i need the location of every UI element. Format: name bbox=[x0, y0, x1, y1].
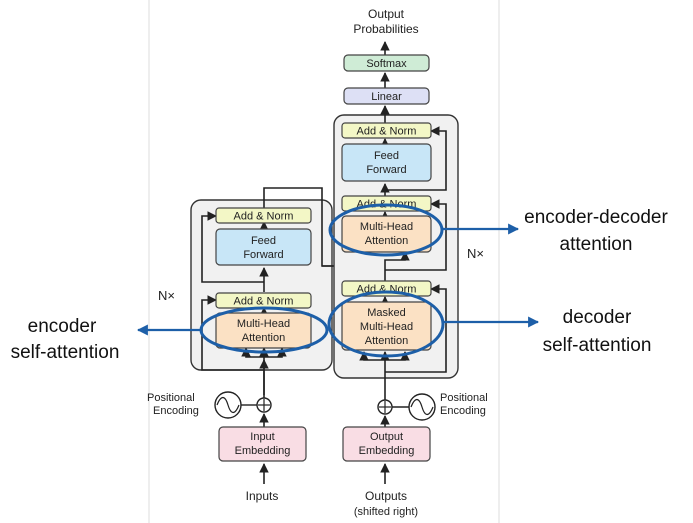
encoder-add-norm-top-label: Add & Norm bbox=[234, 211, 294, 223]
linear-label: Linear bbox=[371, 91, 402, 103]
decoder-add-norm-bottom bbox=[341, 280, 432, 297]
decoder-feed-forward bbox=[341, 143, 432, 182]
decoder-add-norm-top-label: Add & Norm bbox=[357, 126, 417, 138]
encoder-self-attention-label-2: self-attention bbox=[11, 342, 120, 363]
softmax-block bbox=[343, 54, 430, 72]
input-embedding-label-2: Embedding bbox=[235, 445, 291, 457]
inputs-label: Inputs bbox=[246, 489, 279, 503]
encoder-feed-forward-label-1: Feed bbox=[251, 235, 276, 247]
decoder-cross-attention bbox=[341, 215, 432, 253]
encoder-decoder-attention-label-2: attention bbox=[560, 234, 633, 255]
decoder-self-attention-highlight bbox=[327, 290, 445, 358]
output-probabilities-label-2: Probabilities bbox=[353, 22, 418, 36]
output-embedding bbox=[342, 426, 431, 462]
encoder-add-norm-top bbox=[215, 207, 312, 224]
encoder-positional-encoding bbox=[214, 391, 272, 419]
encoder-positional-label-1: Positional bbox=[147, 392, 195, 404]
decoder-positional-encoding bbox=[377, 393, 436, 421]
decoder-masked-attention bbox=[341, 301, 432, 351]
encoder-mha-label-2: Attention bbox=[242, 332, 285, 344]
output-probabilities-label-1: Output bbox=[368, 7, 405, 21]
decoder-masked-label-2: Multi-Head bbox=[360, 321, 413, 333]
outputs-label-2: (shifted right) bbox=[354, 506, 418, 518]
decoder-add-norm-top bbox=[341, 122, 432, 139]
output-embedding-label-2: Embedding bbox=[359, 445, 415, 457]
decoder-cross-attention-label-1: Multi-Head bbox=[360, 221, 413, 233]
linear-block bbox=[343, 87, 430, 105]
outputs-label-1: Outputs bbox=[365, 489, 407, 503]
encoder-feed-forward bbox=[215, 228, 312, 266]
decoder-positional-label-1: Positional bbox=[440, 392, 488, 404]
decoder-self-attention-label-2: self-attention bbox=[543, 335, 652, 356]
decoder-feed-forward-label-2: Forward bbox=[366, 164, 406, 176]
decoder-nx-label: N× bbox=[467, 246, 484, 261]
encoder-self-attention-label-1: encoder bbox=[28, 316, 97, 337]
encoder-positional-label-2: Encoding bbox=[153, 405, 199, 417]
encoder-decoder-attention-label-1: encoder-decoder bbox=[524, 207, 668, 228]
softmax-label: Softmax bbox=[366, 58, 407, 70]
decoder-feed-forward-label-1: Feed bbox=[374, 150, 399, 162]
encoder-multi-head-attention bbox=[215, 312, 312, 349]
encoder-mha-label-1: Multi-Head bbox=[237, 318, 290, 330]
output-embedding-label-1: Output bbox=[370, 431, 403, 443]
input-embedding-label-1: Input bbox=[250, 431, 274, 443]
input-embedding bbox=[218, 426, 307, 462]
decoder-self-attention-label-1: decoder bbox=[563, 307, 632, 328]
decoder-positional-label-2: Encoding bbox=[440, 405, 486, 417]
encoder-feed-forward-label-2: Forward bbox=[243, 249, 283, 261]
decoder-cross-attention-label-2: Attention bbox=[365, 235, 408, 247]
decoder-masked-label-3: Attention bbox=[365, 335, 408, 347]
encoder-add-norm-bottom-label: Add & Norm bbox=[234, 296, 294, 308]
encoder-nx-label: N× bbox=[158, 288, 175, 303]
decoder-masked-label-1: Masked bbox=[367, 307, 406, 319]
